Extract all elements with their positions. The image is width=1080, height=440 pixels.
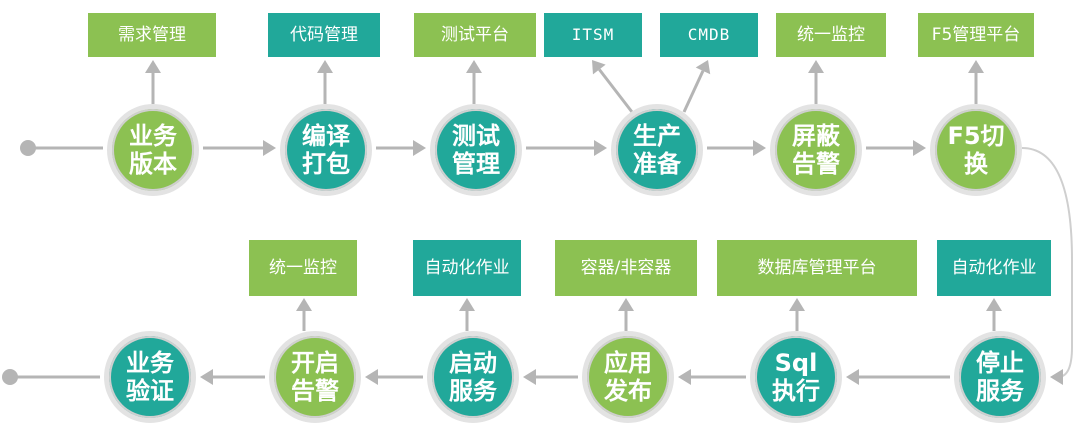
label-unified-monitor-top: 统一监控 [776,13,886,57]
bot-arrow-0-head [846,369,859,385]
label-db-platform: 数据库管理平台 [717,240,917,296]
label-req-mgmt: 需求管理 [88,13,216,57]
node-enable-alert: 开启 告警 [269,331,361,423]
node-f5-switch: F5切 换 [930,104,1022,196]
node-compile-package: 编译 打包 [280,104,372,196]
up-req-head [145,60,161,73]
up-f5-head [968,60,984,73]
turn-head [1050,369,1063,385]
top-arrow-2-head [594,140,607,156]
up-monitor-top-head [808,60,824,73]
node-app-release: 应用 发布 [582,331,674,423]
label-unified-monitor-bottom: 统一监控 [249,240,357,296]
top-arrow-0-head [263,140,276,156]
up-monitor-bottom-head [296,298,312,311]
up-code-head [317,60,333,73]
node-prod-prepare: 生产 准备 [611,104,703,196]
label-cmdb: CMDB [660,13,758,57]
top-arrow-3-head [753,140,766,156]
up-test-head [466,60,482,73]
top-arrow-1-head [413,140,426,156]
end-dot [2,369,18,385]
bot-arrow-1-head [678,369,691,385]
label-itsm: ITSM [544,13,642,57]
up-itsm-line [598,68,634,113]
label-f5-mgmt: F5管理平台 [918,13,1034,57]
label-test-platform: 测试平台 [414,13,536,57]
up-auto-left-head [459,298,475,311]
node-biz-version: 业务 版本 [107,104,199,196]
turn-curve [1021,147,1073,378]
bot-arrow-2-head [523,369,536,385]
up-db-head [789,298,805,311]
up-container-head [618,298,634,311]
node-biz-verify: 业务 验证 [104,331,196,423]
up-cmdb-head [695,60,711,75]
up-auto-right-head [986,298,1002,311]
bot-arrow-4-head [200,369,213,385]
label-code-mgmt: 代码管理 [268,13,380,57]
node-mask-alert: 屏蔽 告警 [770,104,862,196]
bot-arrow-3-head [365,369,378,385]
node-sql-exec: Sql 执行 [750,331,842,423]
up-itsm-head [592,60,606,75]
label-auto-job-left: 自动化作业 [413,240,521,296]
top-arrow-4-head [913,140,926,156]
up-cmdb-line [682,70,705,113]
node-stop-service: 停止 服务 [954,331,1046,423]
label-auto-job-right: 自动化作业 [937,240,1051,296]
label-container: 容器/非容器 [555,240,697,296]
node-start-service: 启动 服务 [427,331,519,423]
node-test-manage: 测试 管理 [430,104,522,196]
